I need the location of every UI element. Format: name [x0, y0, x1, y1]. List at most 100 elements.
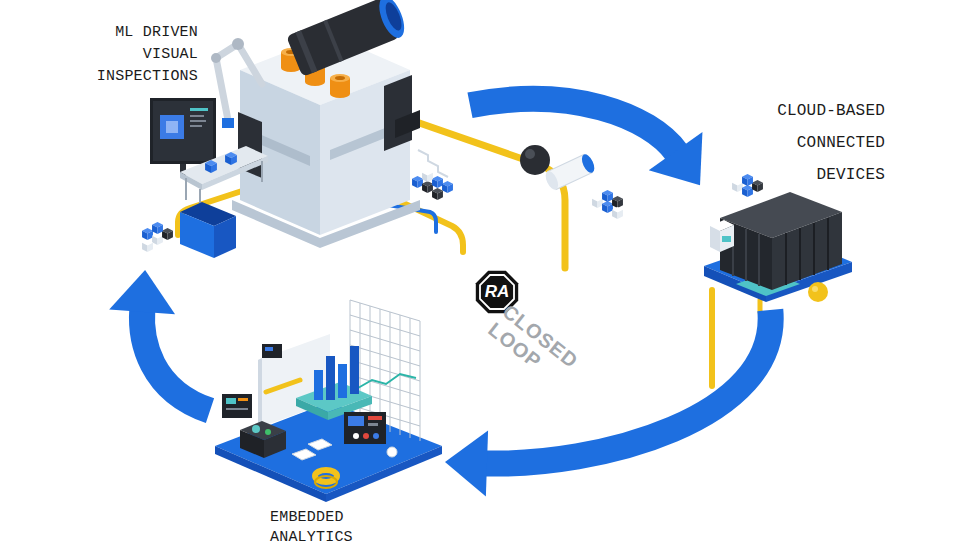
conveyor-part — [261, 161, 263, 182]
blue-bin — [180, 202, 236, 258]
analytics-room-part — [258, 334, 330, 428]
inspection-machine-part — [405, 118, 565, 268]
server-station-part — [722, 236, 731, 242]
station-node: ML DRIVEN VISUAL INSPECTIONS — [90, 0, 470, 270]
inspection-machine-part — [395, 110, 420, 138]
server-station-part — [758, 300, 763, 312]
conveyor-part — [205, 160, 217, 173]
inspection-machine-part — [612, 207, 623, 219]
inspection-machine-part — [162, 228, 173, 240]
analytics-room-part — [222, 394, 252, 418]
inspection-machine-part — [543, 152, 597, 191]
server-station-part — [745, 229, 747, 281]
inspection-machine-part-part — [543, 169, 561, 191]
conveyor — [180, 146, 268, 208]
server-station-part — [772, 212, 842, 290]
conveyor-part — [185, 178, 187, 200]
server-station-part — [799, 228, 801, 280]
inspection-machine-part — [525, 149, 535, 159]
inspection-machine-part — [602, 190, 613, 202]
server-station-part — [720, 225, 734, 252]
monitor-part — [160, 115, 184, 139]
analytics-room-part — [265, 347, 273, 351]
server-station-part — [710, 226, 720, 252]
analytics-room-part — [344, 412, 386, 444]
monitor — [150, 98, 216, 178]
robot-arm-part — [211, 53, 221, 63]
inspection-machine-part — [152, 233, 163, 245]
analytics-room — [215, 300, 442, 502]
inspection-machine-part — [442, 181, 453, 193]
logo-text: RA — [475, 282, 519, 302]
inspection-machine — [142, 0, 623, 268]
server-station-part — [813, 223, 815, 275]
orange-cups-part — [335, 76, 345, 80]
station-node: EMBEDDED ANALYTICS — [210, 295, 445, 552]
analytics-room-part — [292, 449, 316, 460]
inspection-machine-part — [152, 222, 163, 234]
station-title: EMBEDDED ANALYTICS — [270, 508, 380, 548]
camera-part — [295, 30, 317, 73]
inspection-machine-part-part — [579, 152, 597, 174]
analytics-room-part — [252, 425, 260, 433]
inspection-machine-part — [412, 176, 423, 188]
monitor-part — [190, 108, 208, 111]
analytics-room-part — [373, 433, 379, 439]
inspection-machine-part — [384, 75, 412, 151]
robot-arm-part — [232, 38, 244, 50]
inspection-machine-part — [142, 240, 153, 252]
monitor-part — [150, 98, 216, 164]
flow-arrow-body — [470, 99, 677, 153]
server-station-part — [732, 180, 743, 192]
server-station-part — [720, 218, 772, 290]
station-title: ML DRIVEN VISUAL INSPECTIONS — [90, 22, 198, 88]
analytics-room-part — [326, 356, 335, 400]
arrow-head — [109, 270, 175, 314]
analytics-room-part — [308, 439, 332, 450]
camera-part — [323, 20, 343, 62]
analytics-room-part — [353, 433, 359, 439]
monitor-part — [190, 125, 202, 127]
inspection-machine-part — [612, 196, 623, 208]
camera-part — [374, 0, 409, 41]
analytics-room-part — [350, 346, 359, 394]
server-station-part — [785, 233, 787, 285]
camera — [286, 0, 409, 77]
analytics-room-part — [265, 429, 271, 435]
server-station — [704, 174, 852, 386]
server-station-part — [827, 218, 829, 270]
server-station-part — [742, 174, 753, 186]
inspection-machine-part — [142, 228, 153, 240]
analytics-room-part — [368, 423, 378, 426]
analytics-room-part — [262, 344, 282, 358]
analytics-room-part — [338, 364, 347, 398]
analytics-room-part — [368, 416, 382, 420]
monitor-part — [190, 120, 206, 122]
inspection-machine-part — [422, 170, 433, 182]
analytics-room-part — [264, 431, 286, 458]
flow-arrow — [470, 99, 702, 185]
inspection-machine-part — [418, 145, 448, 172]
inspection-machine-part — [520, 145, 550, 175]
blue-bin-part — [180, 212, 214, 258]
flow-arrow — [109, 270, 210, 411]
inspection-machine-part — [432, 188, 443, 200]
arrow-head — [649, 132, 703, 185]
robot-arm-part — [216, 44, 262, 120]
server-station-part — [752, 180, 763, 192]
server-station-part — [758, 234, 760, 286]
conveyor-part — [180, 172, 202, 190]
analytics-room-part — [315, 476, 337, 488]
station-title: CLOUD-BASED CONNECTED DEVICES — [760, 95, 885, 191]
orange-cups-part — [330, 74, 350, 82]
orange-cups-part — [305, 78, 325, 86]
analytics-room-part — [358, 374, 416, 388]
server-station-part — [808, 282, 828, 302]
inspection-machine-part — [592, 196, 603, 208]
station-node: CLOUD-BASED CONNECTED DEVICES — [700, 95, 890, 310]
robot-arm-part — [222, 118, 234, 128]
inspection-machine-part — [422, 181, 433, 193]
analytics-room-part — [348, 416, 364, 426]
analytics-room-part — [296, 398, 328, 420]
analytics-room-part — [258, 358, 262, 428]
